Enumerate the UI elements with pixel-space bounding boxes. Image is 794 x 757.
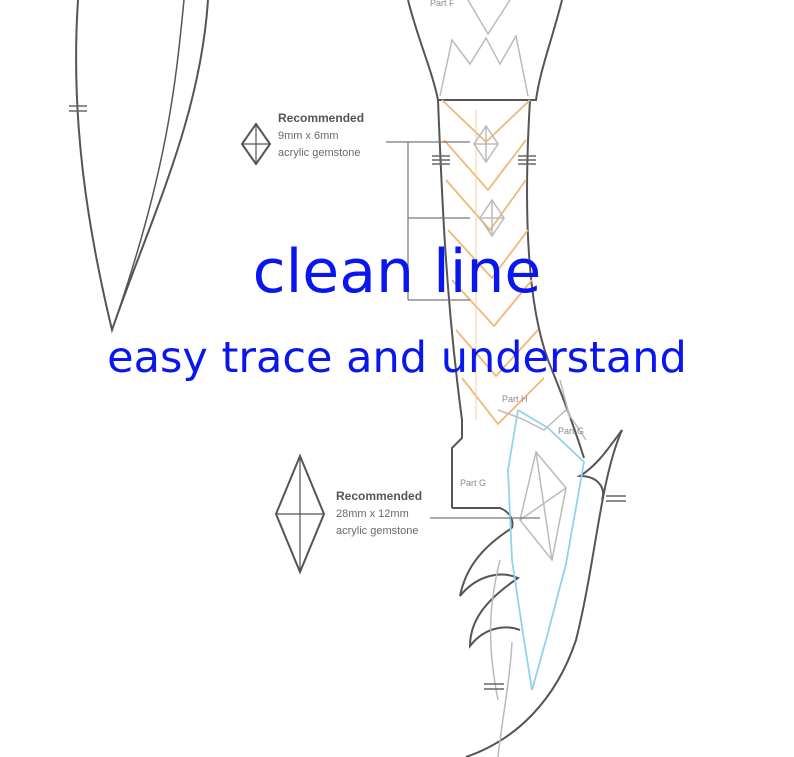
- lower-blade-spur-lower: [459, 527, 521, 649]
- lower-blade-alignment-mark-lower: [484, 683, 504, 690]
- handle-alignment-mark-left: [432, 155, 450, 165]
- large-gem-icon: [274, 453, 326, 575]
- guard-lower-zigzag: [439, 33, 529, 97]
- guard-upper-zigzag: [467, 0, 511, 36]
- lower-blade-guide-lines: [489, 379, 587, 701]
- left-blade-inner-guide: [111, 0, 185, 331]
- subheadline-easy-trace: easy trace and understand: [107, 333, 687, 383]
- small-gem-note-size: 9mm x 6mm: [278, 130, 339, 142]
- lower-blade-spur-bottom: [497, 641, 513, 757]
- small-gem-icon: [240, 122, 272, 166]
- lower-blade-fold-lines: [507, 409, 585, 691]
- small-gem-note-material: acrylic gemstone: [278, 147, 361, 159]
- small-gem-leader-lines: [386, 141, 470, 301]
- large-gem-note-title: Recommended: [336, 489, 422, 503]
- large-gem-note-size: 28mm x 12mm: [336, 508, 409, 520]
- large-gem-note-material: acrylic gemstone: [336, 525, 419, 537]
- part-label-h: Part H: [502, 394, 528, 404]
- lower-blade-spur-upper: [576, 429, 623, 501]
- lower-blade-alignment-mark-upper: [606, 495, 626, 502]
- small-gem-note-title: Recommended: [278, 111, 364, 125]
- lower-blade-outer-edge: [465, 429, 623, 757]
- left-blade-alignment-mark: [69, 105, 87, 112]
- part-label-g-right: Part G: [558, 426, 584, 436]
- part-label-top: Part F: [430, 0, 455, 8]
- handle-alignment-mark-right: [518, 155, 536, 165]
- part-label-g-left: Part G: [460, 478, 486, 488]
- handle-gem-2: [479, 198, 505, 238]
- handle-gem-1: [473, 124, 499, 164]
- guard-outline: [407, 0, 563, 101]
- handle-left-edge: [437, 99, 463, 508]
- headline-clean-line: clean line: [252, 237, 542, 307]
